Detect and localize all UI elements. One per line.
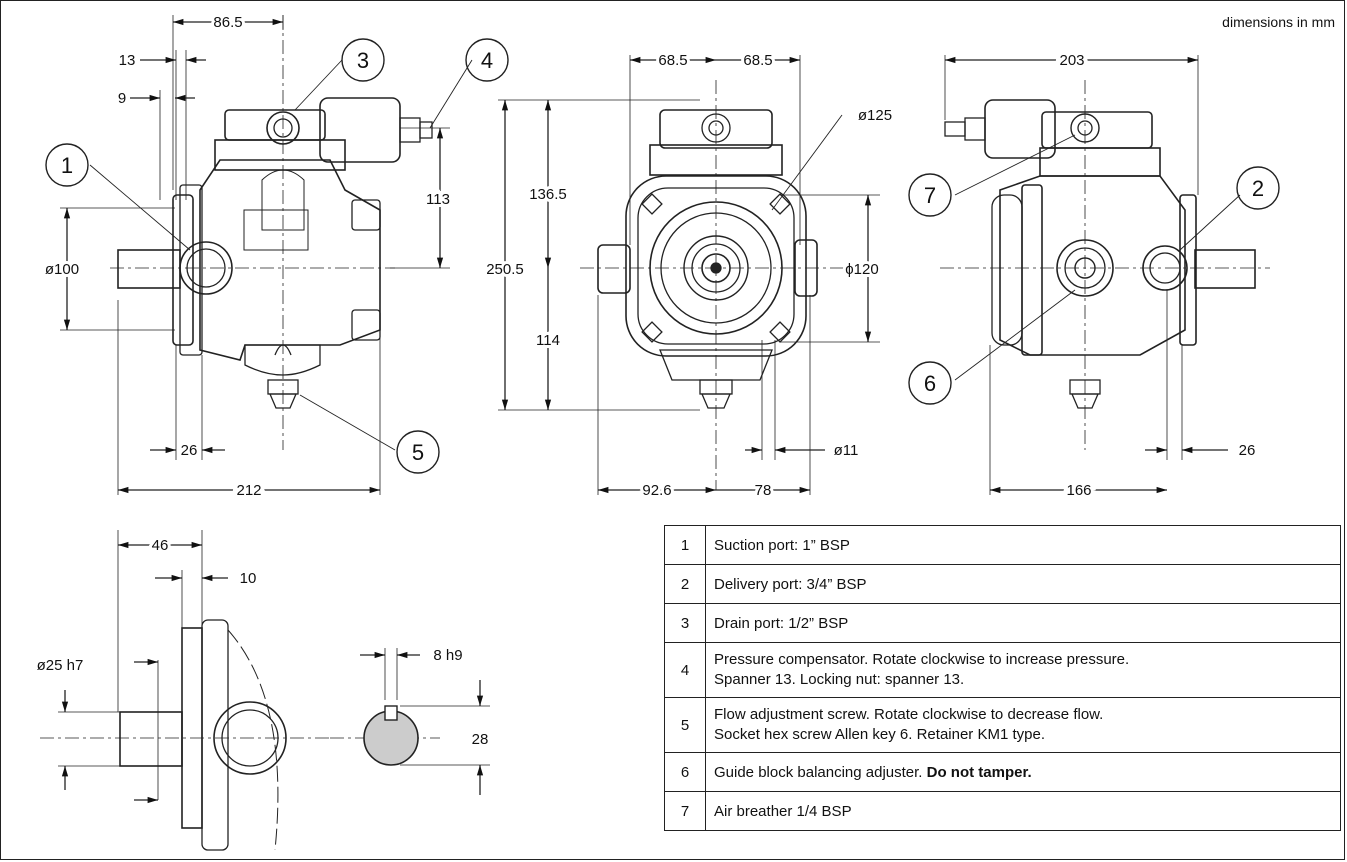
legend-text: Suction port: 1” BSP <box>705 525 1341 565</box>
dim-92-6: 92.6 <box>642 482 671 499</box>
legend-text: Delivery port: 3/4” BSP <box>705 564 1341 604</box>
legend-row: 4 Pressure compensator. Rotate clockwise… <box>664 642 1341 698</box>
dim-26b: 26 <box>1239 442 1256 459</box>
dim-46: 46 <box>152 537 169 554</box>
legend-row: 6 Guide block balancing adjuster. Do not… <box>664 752 1341 792</box>
dim-125: ø125 <box>858 107 892 124</box>
legend-line: Guide block balancing adjuster. <box>714 763 927 781</box>
legend-row: 7 Air breather 1/4 BSP <box>664 791 1341 831</box>
legend-line: Socket hex screw Allen key 6. Retainer K… <box>714 726 1045 743</box>
balloon-label-2: 2 <box>1252 176 1264 201</box>
dim-78: 78 <box>755 482 772 499</box>
dim-114: 114 <box>536 332 560 349</box>
dim-136-5: 136.5 <box>529 186 567 203</box>
dim-8-h9: 8 h9 <box>433 647 462 664</box>
dim-9: 9 <box>118 90 126 107</box>
balloon-label-5: 5 <box>412 440 424 465</box>
legend-number: 5 <box>664 697 706 753</box>
legend-text: Air breather 1/4 BSP <box>705 791 1341 831</box>
balloon-label-3: 3 <box>357 48 369 73</box>
legend-line: Flow adjustment screw. Rotate clockwise … <box>714 706 1104 723</box>
balloon-label-6: 6 <box>924 371 936 396</box>
legend-number: 3 <box>664 603 706 643</box>
right-view <box>940 55 1270 495</box>
balloon-3 <box>341 38 385 82</box>
legend-line: Pressure compensator. Rotate clockwise t… <box>714 651 1130 668</box>
dim-68-5-left: 68.5 <box>658 52 687 69</box>
balloon-label-4: 4 <box>481 48 493 73</box>
legend-text: Pressure compensator. Rotate clockwise t… <box>705 642 1341 698</box>
legend-row: 3 Drain port: 1/2” BSP <box>664 603 1341 643</box>
dim-25-h7: ø25 h7 <box>37 657 84 674</box>
balloon-6 <box>908 361 952 405</box>
shaft-detail <box>40 530 490 851</box>
balloon-group <box>45 38 1280 474</box>
legend-row: 1 Suction port: 1” BSP <box>664 525 1341 565</box>
legend-text: Guide block balancing adjuster. Do not t… <box>705 752 1341 792</box>
legend-number: 1 <box>664 525 706 565</box>
legend-row: 5 Flow adjustment screw. Rotate clockwis… <box>664 697 1341 753</box>
dim-86-5: 86.5 <box>213 14 242 31</box>
balloon-4 <box>465 38 509 82</box>
dim-10: 10 <box>240 570 257 587</box>
dim-250-5: 250.5 <box>486 261 524 278</box>
center-view <box>498 55 880 495</box>
balloon-7 <box>908 173 952 217</box>
balloon-2 <box>1236 166 1280 210</box>
dim-11: ø11 <box>834 442 859 459</box>
legend-text: Drain port: 1/2” BSP <box>705 603 1341 643</box>
balloon-label-7: 7 <box>924 183 936 208</box>
left-view <box>60 15 473 495</box>
dim-26a: 26 <box>181 442 198 459</box>
dim-28: 28 <box>472 731 489 748</box>
dim-100: ø100 <box>45 261 79 278</box>
legend-warning: Do not tamper. <box>926 763 1032 781</box>
dim-212: 212 <box>236 482 261 499</box>
balloon-5 <box>396 430 440 474</box>
legend-number: 4 <box>664 642 706 698</box>
dim-68-5-right: 68.5 <box>743 52 772 69</box>
legend-line: Spanner 13. Locking nut: spanner 13. <box>714 671 965 688</box>
legend-number: 7 <box>664 791 706 831</box>
dim-120: ϕ120 <box>845 261 878 278</box>
balloon-1 <box>45 143 89 187</box>
dim-203: 203 <box>1059 52 1084 69</box>
legend-text: Flow adjustment screw. Rotate clockwise … <box>705 697 1341 753</box>
dim-166: 166 <box>1066 482 1091 499</box>
legend-row: 2 Delivery port: 3/4” BSP <box>664 564 1341 604</box>
legend-number: 6 <box>664 752 706 792</box>
balloon-label-1: 1 <box>61 153 73 178</box>
legend-table: 1 Suction port: 1” BSP 2 Delivery port: … <box>664 525 1341 831</box>
legend-number: 2 <box>664 564 706 604</box>
dim-13: 13 <box>119 52 136 69</box>
units-note: dimensions in mm <box>1222 14 1335 30</box>
dim-113: 113 <box>426 191 450 208</box>
